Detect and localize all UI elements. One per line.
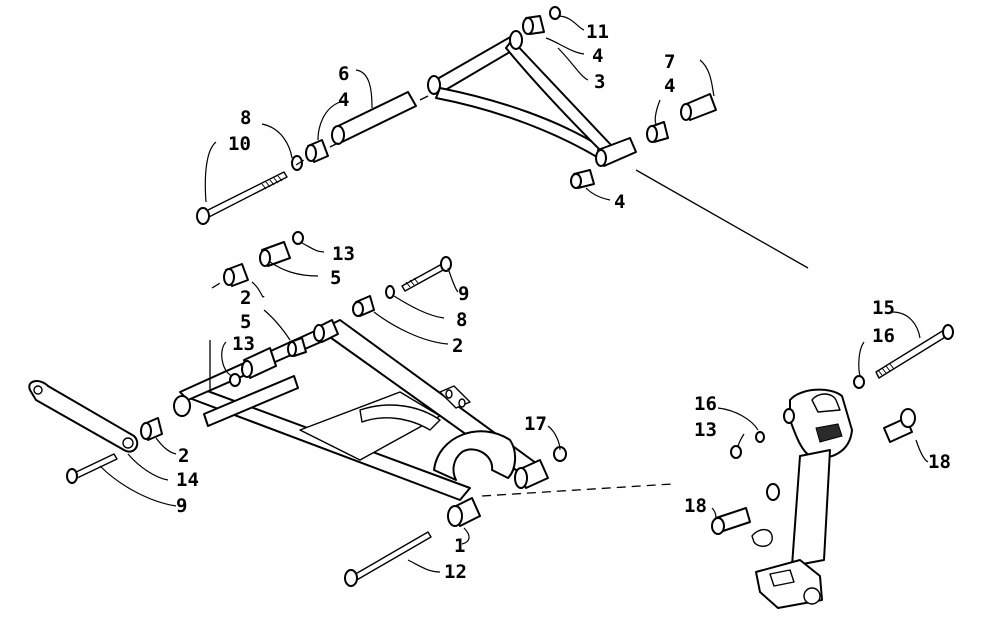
lower-a-arm-group	[28, 231, 567, 587]
lower-axis-line-a	[211, 281, 223, 289]
lower-to-spindle-line	[481, 483, 673, 497]
callout-2-top: 2	[240, 287, 251, 309]
callout-2-left: 2	[178, 445, 189, 467]
callout-5-mid: 5	[240, 311, 251, 333]
callout-2-right: 2	[452, 335, 463, 357]
callout-4-right: 4	[664, 75, 675, 97]
lower-bolt-upper	[401, 256, 452, 292]
callout-18-right: 18	[928, 451, 951, 473]
long-bolt	[344, 531, 432, 587]
callout-3: 3	[594, 71, 605, 93]
callout-7: 7	[664, 51, 675, 73]
callout-12: 12	[444, 561, 467, 583]
callout-13-right: 13	[694, 419, 717, 441]
callout-17: 17	[524, 413, 547, 435]
lower-bushings	[140, 231, 567, 462]
callout-14: 14	[176, 469, 199, 491]
spindle-assembly	[751, 388, 853, 609]
callout-13-mid: 13	[232, 333, 255, 355]
upper-bolt	[196, 155, 303, 225]
callout-16-left: 16	[694, 393, 717, 415]
callout-11: 11	[586, 21, 609, 43]
callout-13-top: 13	[332, 243, 355, 265]
callout-15: 15	[872, 297, 895, 319]
spindle-hardware	[711, 324, 954, 535]
callout-4-left: 4	[338, 89, 349, 111]
lower-bolt-left	[66, 453, 118, 484]
callout-8-lower: 8	[456, 309, 467, 331]
upper-a-arm-group	[196, 6, 717, 225]
callout-16-right: 16	[872, 325, 895, 347]
upper-bushing-right	[646, 93, 717, 143]
callout-8-upper: 8	[240, 107, 251, 129]
callout-4-top: 4	[592, 45, 603, 67]
upper-pivot-tube	[305, 91, 417, 163]
callout-4-lower: 4	[614, 191, 625, 213]
callout-5-top: 5	[330, 267, 341, 289]
callout-9-upper: 9	[458, 283, 469, 305]
callout-labels: 11 4 3 7 4 4 6 4 8 10 13 5 2 5 13 9 8 2 …	[176, 21, 951, 583]
lower-a-arm	[173, 319, 549, 527]
callout-9-lower: 9	[176, 495, 187, 517]
callout-6: 6	[338, 63, 349, 85]
upper-bushing-lower	[570, 169, 595, 189]
leader-lines	[99, 15, 929, 573]
upper-to-spindle-line	[635, 169, 809, 269]
link-bar	[28, 380, 139, 453]
callout-18-left: 18	[684, 495, 707, 517]
upper-axis-line	[295, 95, 429, 166]
upper-a-arm	[427, 30, 637, 167]
callout-1: 1	[454, 535, 465, 557]
callout-10: 10	[228, 133, 251, 155]
upper-bushing-top	[522, 6, 561, 35]
